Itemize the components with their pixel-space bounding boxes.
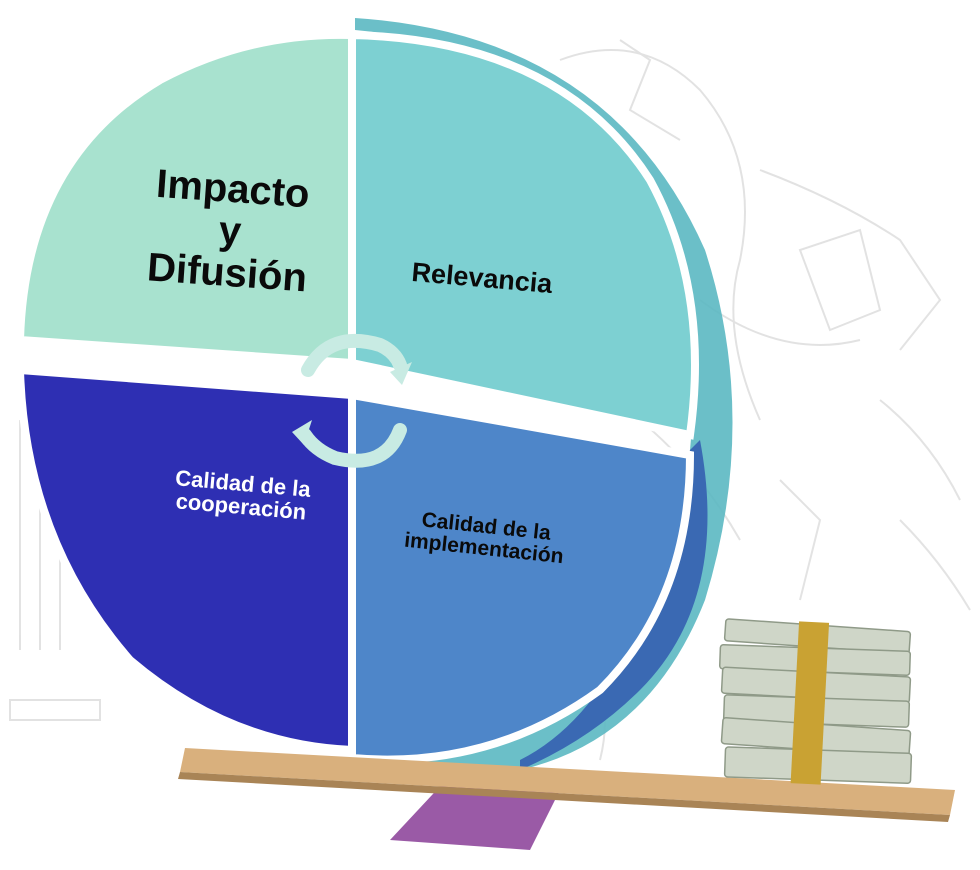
quadrant-impacto-difusion xyxy=(15,30,356,368)
money-stack-icon xyxy=(718,618,913,785)
quadrant-calidad-implementacion xyxy=(348,390,695,764)
seesaw xyxy=(178,748,955,850)
quadrant-relevancia xyxy=(348,30,699,440)
label-impacto-difusion: Impacto y Difusión xyxy=(145,161,311,301)
cycle-arrows-icon xyxy=(292,333,412,468)
quadrant-calidad-cooperacion xyxy=(15,365,356,755)
plank xyxy=(180,748,955,815)
